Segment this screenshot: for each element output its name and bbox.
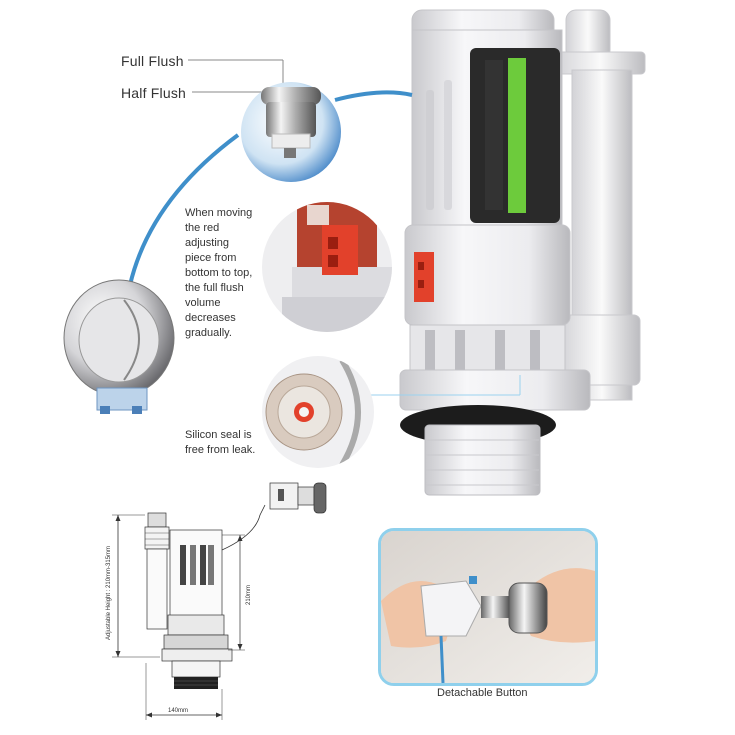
note-line: Silicon seal is bbox=[185, 429, 252, 441]
width-140-label: 140mm bbox=[168, 708, 189, 714]
note-line: volume bbox=[185, 297, 221, 309]
height-210-label: 210mm bbox=[246, 584, 252, 605]
note-line: the full flush bbox=[185, 282, 244, 294]
note-line: adjusting bbox=[185, 237, 230, 249]
red-adjuster-closeup-image bbox=[262, 202, 392, 332]
half-flush-label: Half Flush bbox=[121, 85, 187, 101]
dimension-drawing bbox=[112, 482, 327, 720]
silicon-seal-closeup-image bbox=[262, 356, 374, 468]
note-line: bottom to top, bbox=[185, 267, 253, 279]
red-piece-note: When moving the red adjusting piece from… bbox=[185, 206, 265, 341]
note-line: When moving bbox=[185, 207, 253, 219]
full-flush-label: Full Flush bbox=[121, 53, 184, 69]
note-line: gradually. bbox=[185, 327, 232, 339]
silicon-seal-note: Silicon seal is free from leak. bbox=[185, 428, 255, 458]
note-line: the red bbox=[185, 222, 220, 234]
note-line: decreases bbox=[185, 312, 236, 324]
push-button-closeup-image bbox=[241, 82, 341, 182]
detachable-button-photo-frame bbox=[378, 528, 598, 686]
note-line: piece from bbox=[185, 252, 237, 264]
detachable-button-photo bbox=[381, 531, 595, 683]
flush-valve-image bbox=[399, 9, 646, 496]
note-line: free from leak. bbox=[185, 444, 256, 456]
dual-flush-button-image bbox=[63, 279, 175, 414]
adjustable-height-label: Adjustable Height : 210mm-315mm bbox=[106, 545, 112, 640]
detachable-button-caption: Detachable Button bbox=[437, 687, 528, 699]
